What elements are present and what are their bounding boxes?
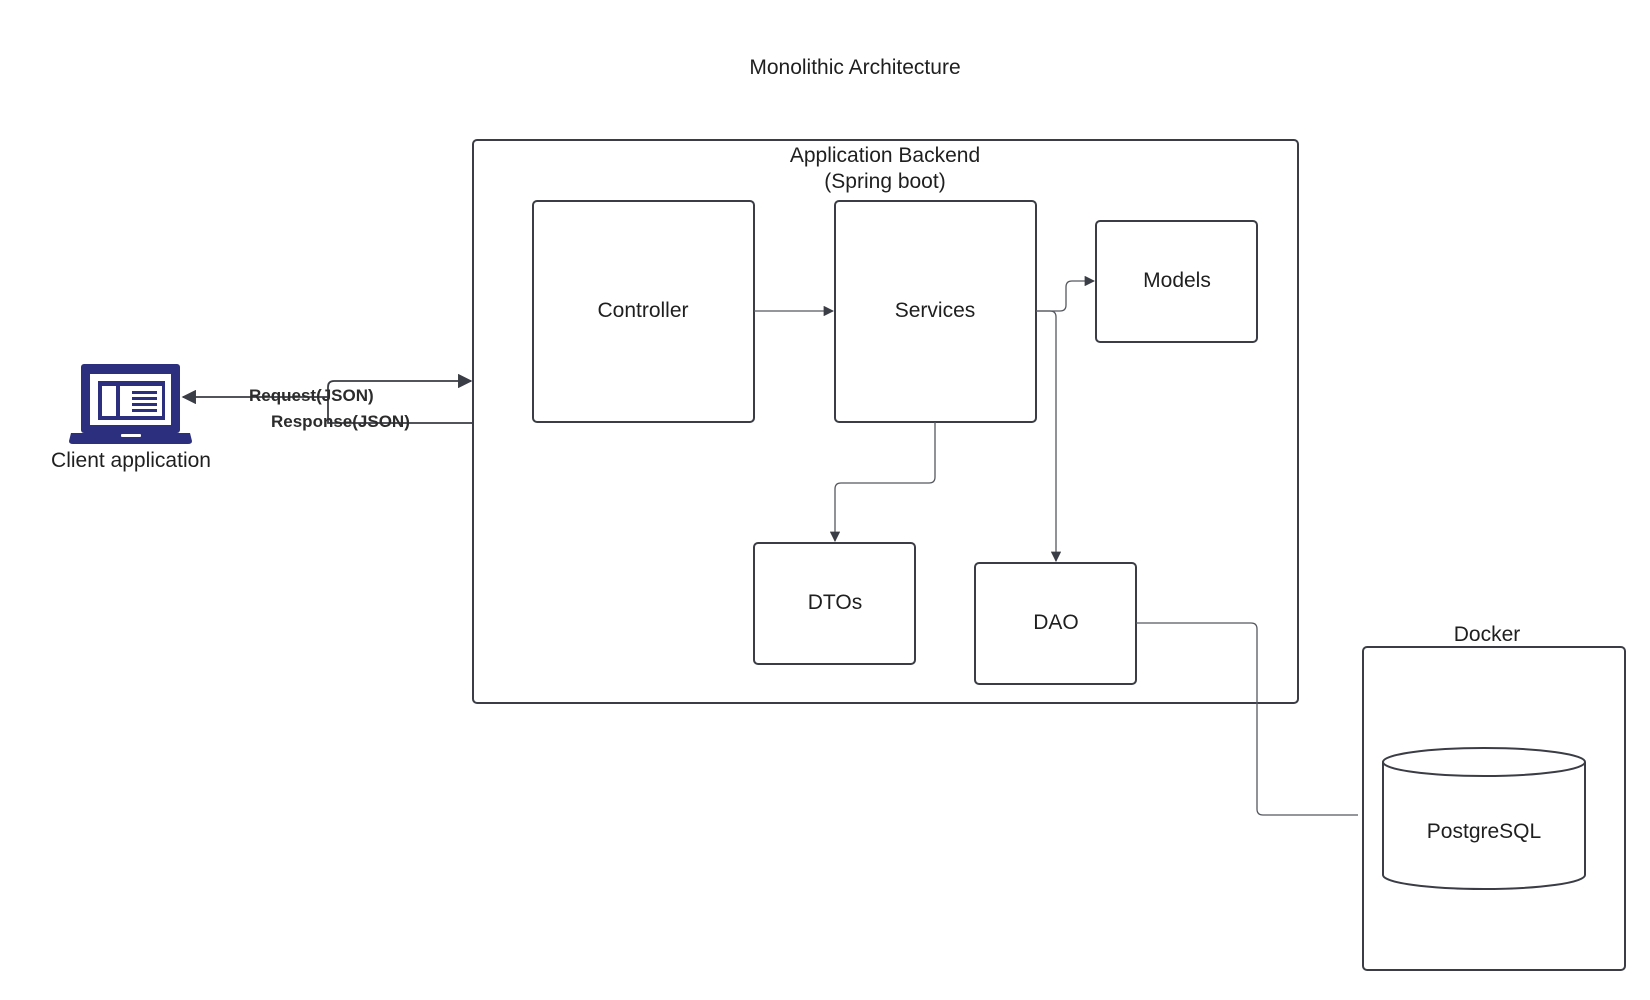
dao-box: DAO: [974, 562, 1137, 685]
backend-subtitle: (Spring boot): [824, 170, 945, 193]
docker-label: Docker: [1454, 623, 1521, 646]
services-box: Services: [834, 200, 1037, 423]
backend-title: Application Backend: [790, 144, 980, 167]
response-label: Response(JSON): [271, 412, 410, 431]
request-label: Request(JSON): [249, 386, 374, 405]
client-application-label: Client application: [51, 449, 211, 472]
controller-label: Controller: [597, 299, 688, 322]
response-arrow: [181, 389, 473, 424]
laptop-icon: [69, 364, 192, 444]
services-to-dao-arrow: [1036, 310, 1062, 563]
models-box: Models: [1095, 220, 1258, 343]
postgresql-label: PostgreSQL: [1427, 820, 1541, 843]
services-to-dtos-arrow: [829, 422, 936, 543]
dao-to-postgresql-connector: [1136, 622, 1358, 816]
request-arrow: [327, 373, 473, 397]
services-label: Services: [895, 299, 976, 322]
diagram-title: Monolithic Architecture: [749, 56, 960, 79]
dao-label: DAO: [1033, 611, 1079, 634]
models-label: Models: [1143, 269, 1211, 292]
controller-box: Controller: [532, 200, 755, 423]
dtos-box: DTOs: [753, 542, 916, 665]
services-to-models-arrow: [1036, 275, 1096, 312]
cylinder-database-icon: [1382, 747, 1586, 890]
dtos-label: DTOs: [808, 591, 862, 614]
